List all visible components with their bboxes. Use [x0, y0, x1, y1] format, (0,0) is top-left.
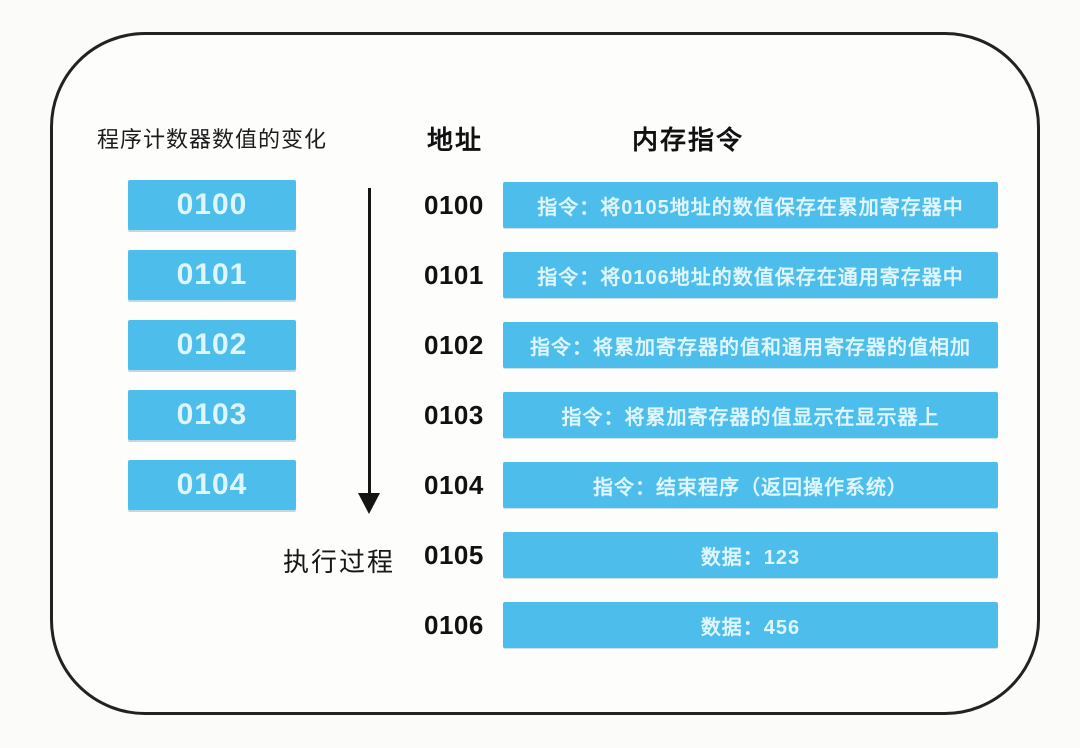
program-counter-value-box: 0104	[128, 460, 296, 510]
execution-arrow-line	[368, 188, 371, 494]
memory-table-row: 0105 数据：123	[424, 532, 998, 578]
memory-address-label: 0103	[424, 399, 484, 430]
address-column-header: 地址	[427, 125, 484, 155]
memory-table-row: 0102 指令：将累加寄存器的值和通用寄存器的值相加	[424, 322, 998, 368]
memory-content-box: 指令：将累加寄存器的值显示在显示器上	[503, 392, 998, 438]
program-counter-column-title: 程序计数器数值的变化	[97, 127, 328, 152]
diagram-rounded-frame	[50, 32, 1040, 715]
program-counter-value-box: 0102	[128, 320, 296, 370]
execution-process-label: 执行过程	[283, 547, 396, 577]
memory-content-box: 数据：123	[503, 532, 998, 578]
execution-arrow-head-icon	[358, 493, 380, 514]
memory-address-label: 0104	[424, 469, 484, 500]
memory-table-row: 0101 指令：将0106地址的数值保存在通用寄存器中	[424, 252, 998, 298]
memory-content-box: 指令：将0106地址的数值保存在通用寄存器中	[503, 252, 998, 298]
memory-table-rows: 0100 指令：将0105地址的数值保存在累加寄存器中 0101 指令：将010…	[424, 182, 998, 648]
memory-content-box: 指令：将0105地址的数值保存在累加寄存器中	[503, 182, 998, 228]
program-counter-value-box: 0100	[128, 180, 296, 230]
memory-content-box: 指令：将累加寄存器的值和通用寄存器的值相加	[503, 322, 998, 368]
memory-address-label: 0106	[424, 609, 484, 640]
memory-content-box: 数据：456	[503, 602, 998, 648]
program-counter-value-box: 0101	[128, 250, 296, 300]
memory-table-row: 0106 数据：456	[424, 602, 998, 648]
program-counter-value-box: 0103	[128, 390, 296, 440]
memory-address-label: 0100	[424, 189, 484, 220]
memory-table-row: 0104 指令：结束程序（返回操作系统）	[424, 462, 998, 508]
memory-address-label: 0102	[424, 329, 484, 360]
memory-table-row: 0103 指令：将累加寄存器的值显示在显示器上	[424, 392, 998, 438]
memory-table-row: 0100 指令：将0105地址的数值保存在累加寄存器中	[424, 182, 998, 228]
program-counter-box-list: 0100 0101 0102 0103 0104	[128, 180, 296, 510]
memory-instruction-column-header: 内存指令	[632, 125, 745, 155]
memory-address-label: 0105	[424, 539, 484, 570]
memory-address-label: 0101	[424, 259, 484, 290]
memory-content-box: 指令：结束程序（返回操作系统）	[503, 462, 998, 508]
